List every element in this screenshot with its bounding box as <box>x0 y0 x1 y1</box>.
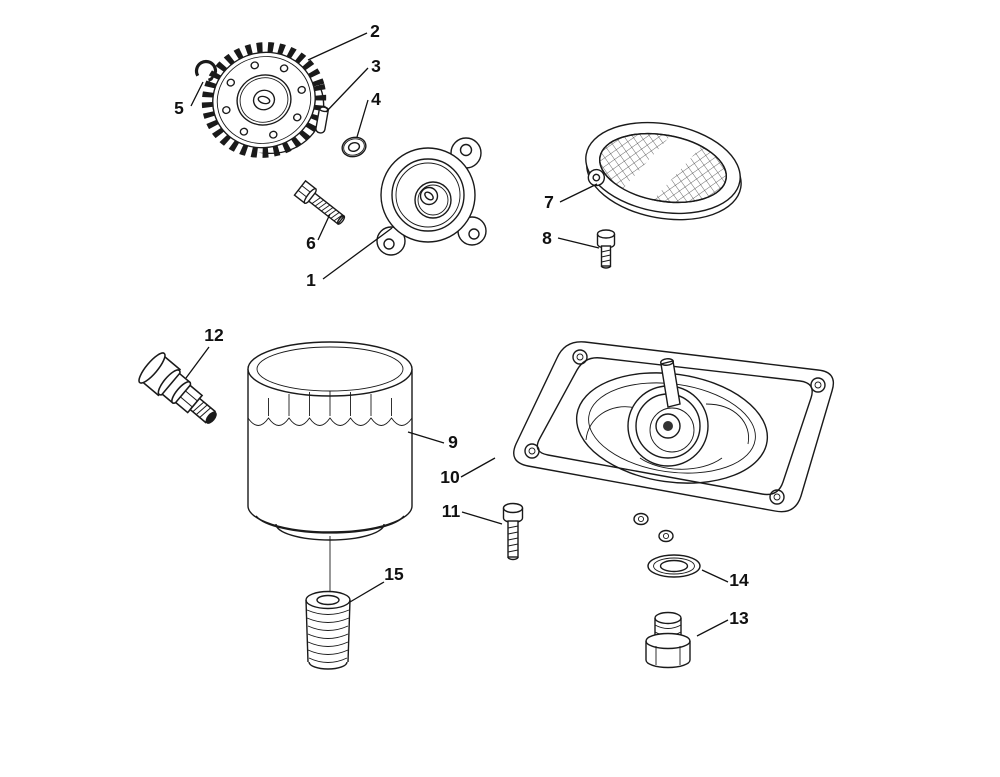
callout-12: 12 <box>204 325 224 345</box>
oil-pan <box>513 341 835 543</box>
snap-ring <box>194 59 218 83</box>
leader-line-7 <box>559 183 598 203</box>
callout-8: 8 <box>542 228 552 248</box>
callout-15: 15 <box>384 564 404 584</box>
strainer-screen <box>585 121 742 221</box>
filter-nipple <box>305 590 351 670</box>
callout-13: 13 <box>729 608 749 628</box>
leader-line-3 <box>325 67 369 113</box>
oil-pump-body <box>376 137 487 256</box>
leader-line-1 <box>322 227 393 280</box>
callout-7: 7 <box>544 192 554 212</box>
callout-6: 6 <box>306 233 316 253</box>
leader-line-6 <box>317 213 331 241</box>
callout-4: 4 <box>371 89 381 109</box>
dowel-pin <box>315 106 330 134</box>
leader-line-8 <box>557 237 600 249</box>
washer <box>341 136 367 158</box>
callout-5: 5 <box>174 98 184 118</box>
callout-14: 14 <box>729 570 749 590</box>
leader-line-14 <box>701 569 729 583</box>
oil-fitting <box>138 352 217 424</box>
flange-bolt <box>293 179 346 225</box>
callout-9: 9 <box>448 432 458 452</box>
leader-line-4 <box>356 99 369 138</box>
leader-line-10 <box>460 457 496 478</box>
callout-10: 10 <box>440 467 460 487</box>
pan-bolt <box>502 502 524 561</box>
leader-line-15 <box>349 581 385 603</box>
strainer-screw <box>596 229 616 269</box>
callout-1: 1 <box>306 270 316 290</box>
callout-labels: 1 2 3 4 5 6 7 8 9 10 11 12 13 14 15 <box>174 21 749 628</box>
callout-11: 11 <box>442 501 461 521</box>
callout-3: 3 <box>371 56 381 76</box>
leader-lines <box>185 32 729 637</box>
leader-line-2 <box>307 32 368 61</box>
leader-line-5 <box>190 81 204 107</box>
sealing-washer <box>647 554 701 578</box>
callout-2: 2 <box>370 21 380 41</box>
leader-line-11 <box>461 511 503 525</box>
leader-line-12 <box>185 346 210 379</box>
drain-plug <box>645 611 691 669</box>
oil-filter <box>247 341 413 592</box>
pickup-tube <box>660 360 681 408</box>
drive-sprocket <box>201 42 327 158</box>
leader-line-13 <box>696 619 729 637</box>
leader-line-9 <box>407 431 445 444</box>
